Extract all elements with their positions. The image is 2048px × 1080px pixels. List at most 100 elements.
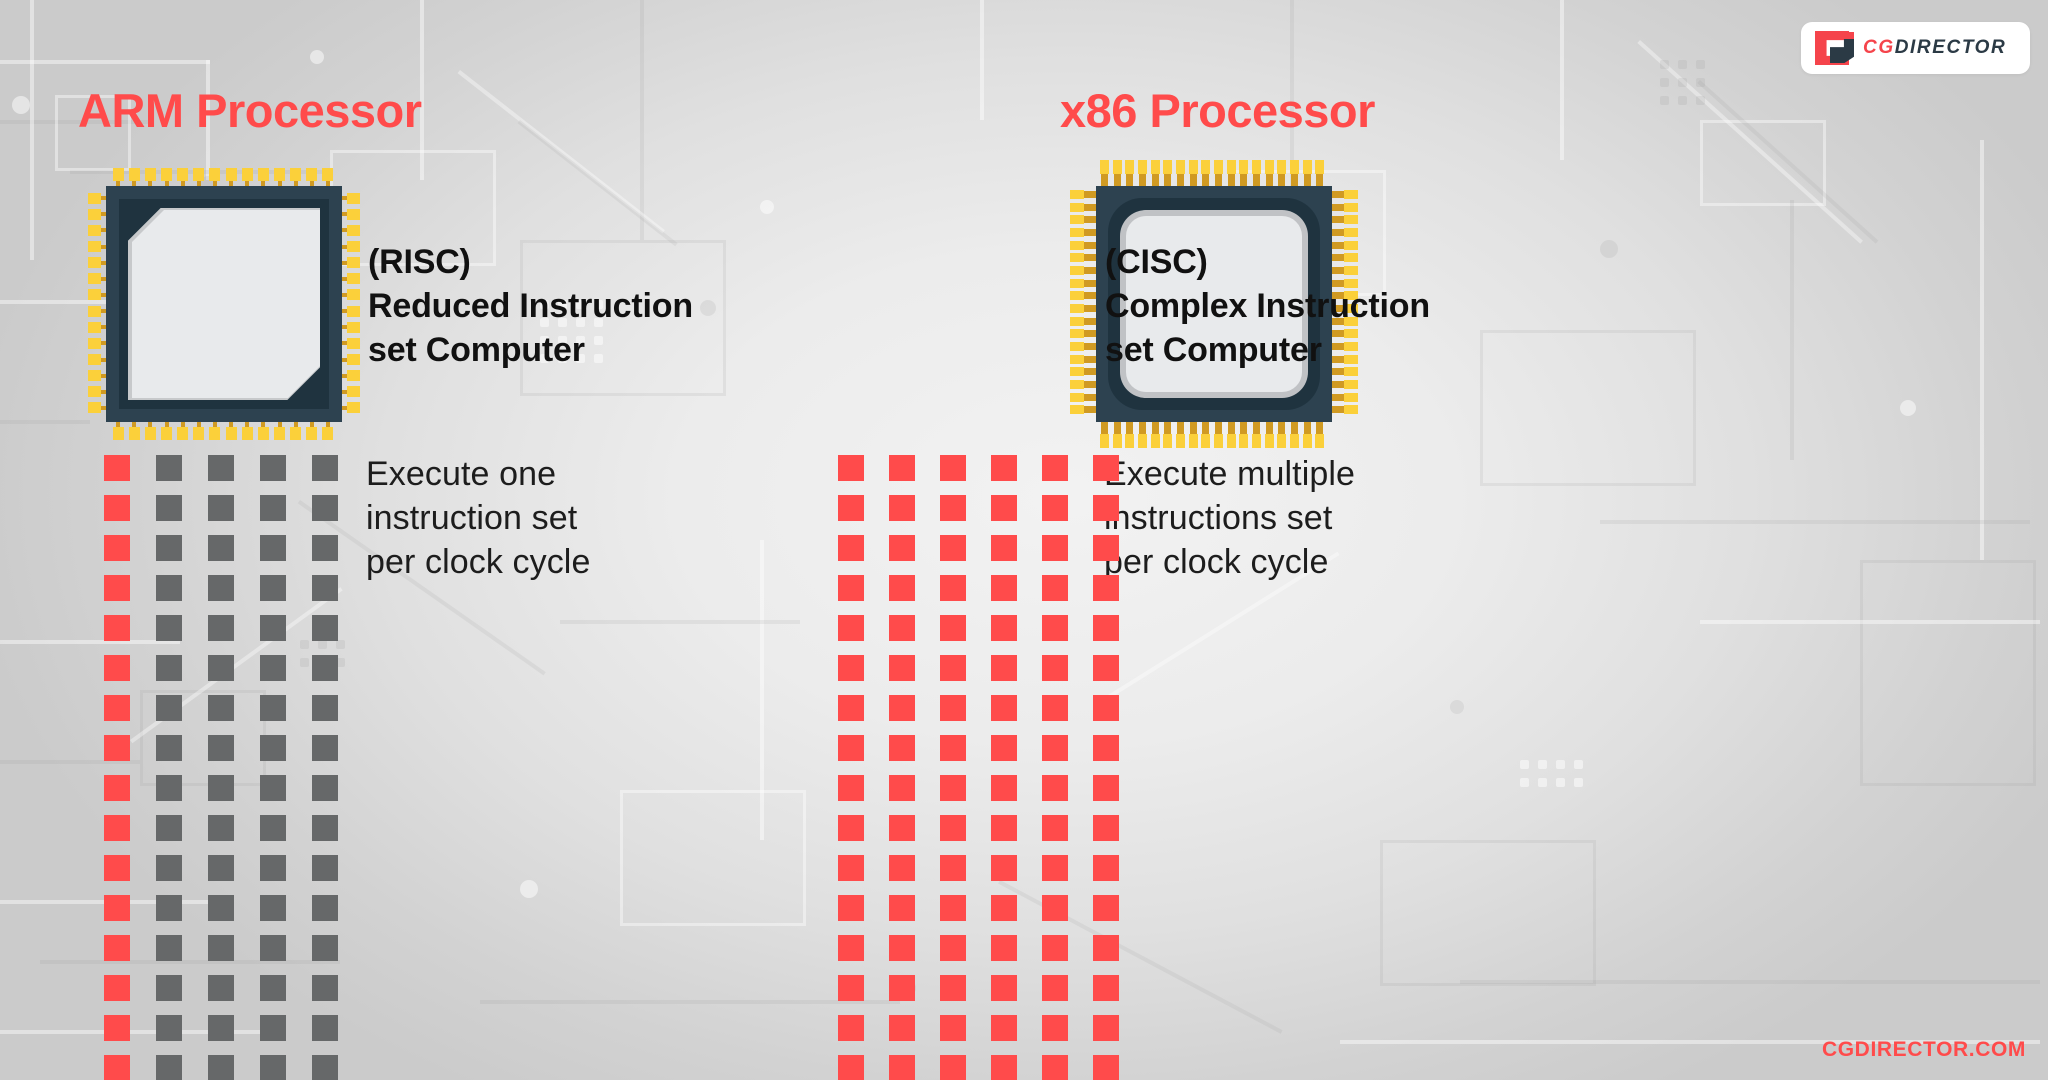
instruction-square (260, 615, 286, 641)
instruction-square (208, 1055, 234, 1080)
instruction-square (1042, 495, 1068, 521)
instruction-square (156, 1015, 182, 1041)
instruction-square (208, 655, 234, 681)
instruction-square (260, 775, 286, 801)
instruction-square (104, 1055, 130, 1080)
instruction-square (940, 735, 966, 761)
instruction-square (104, 615, 130, 641)
instruction-square (208, 735, 234, 761)
instruction-square (1093, 1055, 1119, 1080)
instruction-square (104, 455, 130, 481)
instruction-square (1093, 855, 1119, 881)
instruction-square (312, 895, 338, 921)
instruction-square (208, 895, 234, 921)
instruction-square (312, 815, 338, 841)
instruction-square (312, 855, 338, 881)
instruction-square (156, 975, 182, 1001)
instruction-square (156, 695, 182, 721)
instruction-square (260, 575, 286, 601)
instruction-square (838, 975, 864, 1001)
instruction-square (940, 575, 966, 601)
x86-acronym-label: (CISC) (1105, 243, 1208, 281)
instruction-square (260, 975, 286, 1001)
instruction-square (1093, 655, 1119, 681)
logo-text-cg: CG (1863, 37, 1895, 58)
instruction-square (312, 455, 338, 481)
arm-instruction-grid (104, 455, 338, 1080)
instruction-square (889, 1015, 915, 1041)
instruction-square (838, 775, 864, 801)
instruction-square (260, 535, 286, 561)
instruction-square (312, 975, 338, 1001)
instruction-square (838, 815, 864, 841)
instruction-square (889, 695, 915, 721)
instruction-square (838, 1055, 864, 1080)
instruction-square (991, 455, 1017, 481)
instruction-square (940, 455, 966, 481)
instruction-square (1093, 815, 1119, 841)
x86-description-text: Execute multiple instructions set per cl… (1104, 455, 1356, 581)
instruction-square (889, 815, 915, 841)
instruction-square (991, 975, 1017, 1001)
instruction-square (1093, 455, 1119, 481)
instruction-square (838, 495, 864, 521)
x86-cpu-chip-illustration (1070, 160, 1358, 448)
instruction-square (1042, 455, 1068, 481)
instruction-square (940, 975, 966, 1001)
instruction-square (1042, 975, 1068, 1001)
cgdirector-logo-text: CGDIRECTOR (1863, 37, 2006, 59)
instruction-square (208, 575, 234, 601)
instruction-square (208, 775, 234, 801)
instruction-square (156, 535, 182, 561)
instruction-square (991, 775, 1017, 801)
instruction-square (889, 975, 915, 1001)
instruction-square (1093, 775, 1119, 801)
instruction-square (838, 695, 864, 721)
instruction-square (104, 575, 130, 601)
arm-acronym-expansion: Reduced Instruction set Computer (368, 287, 693, 369)
instruction-square (208, 495, 234, 521)
instruction-square (889, 895, 915, 921)
instruction-square (940, 855, 966, 881)
instruction-square (104, 935, 130, 961)
instruction-square (208, 455, 234, 481)
instruction-square (208, 695, 234, 721)
instruction-square (991, 655, 1017, 681)
instruction-square (156, 1055, 182, 1080)
instruction-square (1093, 535, 1119, 561)
instruction-square (940, 775, 966, 801)
instruction-square (208, 815, 234, 841)
instruction-square (104, 695, 130, 721)
instruction-square (1042, 855, 1068, 881)
instruction-square (991, 615, 1017, 641)
instruction-square (156, 455, 182, 481)
instruction-square (156, 735, 182, 761)
instruction-square (889, 575, 915, 601)
instruction-square (260, 1015, 286, 1041)
cgdirector-logo-icon (1815, 31, 1855, 65)
cgdirector-logo[interactable]: CGDIRECTOR (1801, 22, 2030, 74)
instruction-square (156, 895, 182, 921)
instruction-square (1093, 495, 1119, 521)
instruction-square (940, 495, 966, 521)
instruction-square (1093, 695, 1119, 721)
instruction-square (991, 575, 1017, 601)
instruction-square (1042, 575, 1068, 601)
instruction-square (991, 695, 1017, 721)
instruction-square (312, 1015, 338, 1041)
instruction-square (208, 535, 234, 561)
instruction-square (104, 815, 130, 841)
instruction-square (940, 1015, 966, 1041)
instruction-square (1042, 815, 1068, 841)
instruction-square (260, 895, 286, 921)
instruction-square (1042, 695, 1068, 721)
instruction-square (838, 615, 864, 641)
instruction-square (991, 895, 1017, 921)
instruction-square (1042, 1015, 1068, 1041)
logo-text-director: DIRECTOR (1894, 37, 2007, 58)
instruction-square (312, 695, 338, 721)
instruction-square (1042, 775, 1068, 801)
instruction-square (1042, 895, 1068, 921)
instruction-square (991, 1015, 1017, 1041)
